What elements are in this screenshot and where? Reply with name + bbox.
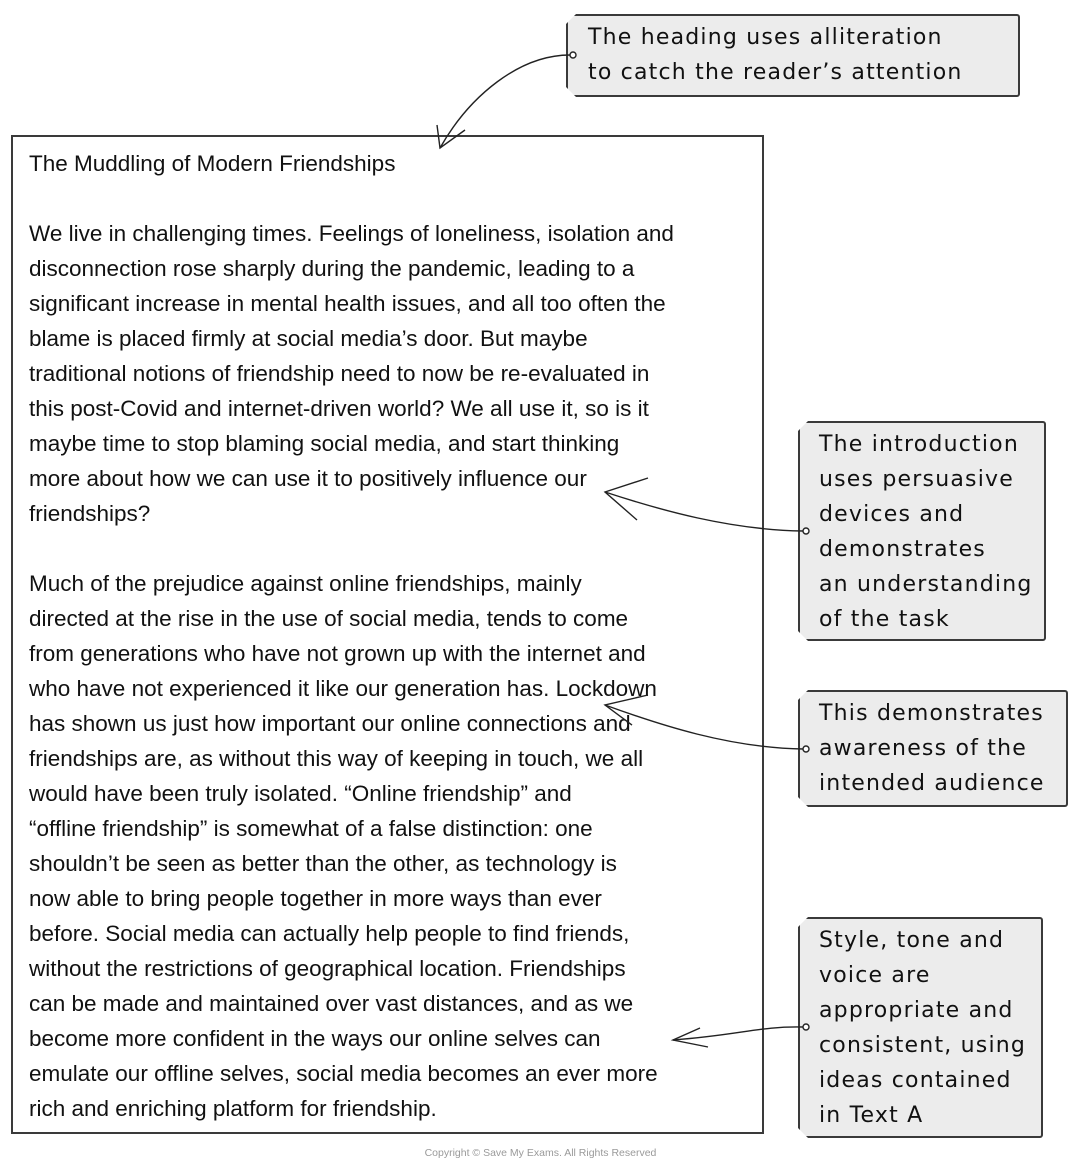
- annotation-line: of the task: [819, 607, 950, 632]
- copyright-notice: Copyright © Save My Exams. All Rights Re…: [424, 1147, 657, 1159]
- paragraph-line: can be made and maintained over vast dis…: [29, 991, 634, 1016]
- paragraph-line: directed at the rise in the use of socia…: [29, 606, 629, 631]
- paragraph-line: rich and enriching platform for friendsh…: [29, 1096, 437, 1121]
- paragraph-line: We live in challenging times. Feelings o…: [29, 221, 674, 246]
- annotation-line: Style, tone and: [819, 928, 1005, 953]
- paragraph-line: friendships?: [29, 501, 151, 526]
- paragraph-line: traditional notions of friendship need t…: [29, 361, 650, 386]
- paragraph-line: this post-Covid and internet-driven worl…: [29, 396, 649, 421]
- annotation-line: to catch the reader’s attention: [588, 60, 963, 85]
- annotation-audience: This demonstrates awareness of the intende…: [798, 690, 1068, 807]
- paragraph-line: Much of the prejudice against online fri…: [29, 571, 582, 596]
- annotation-line: in Text A: [819, 1103, 924, 1128]
- paragraph-line: disconnection rose sharply during the pa…: [29, 256, 635, 281]
- arrow-heading: [436, 51, 577, 150]
- paragraphs: We live in challenging times. Feelings o…: [29, 216, 674, 1126]
- paragraph-line: maybe time to stop blaming social media,…: [29, 431, 620, 456]
- paragraph-line: before. Social media can actually help p…: [29, 921, 630, 946]
- annotation-line: demonstrates: [819, 537, 986, 562]
- paragraph-line: significant increase in mental health is…: [29, 291, 666, 316]
- annotation-line: intended audience: [819, 771, 1045, 796]
- annotation-line: uses persuasive: [819, 467, 1014, 492]
- document-body: The Muddling of Modern Friendships We li…: [29, 146, 674, 1126]
- paragraph: We live in challenging times. Feelings o…: [29, 216, 674, 531]
- paragraph-line: friendships are, as without this way of …: [29, 746, 644, 771]
- paragraph-line: emulate our offline selves, social media…: [29, 1061, 658, 1086]
- annotation-line: an understanding: [819, 572, 1033, 597]
- annotation-style: Style, tone and voice are appropriate and c…: [798, 917, 1043, 1138]
- paragraph-line: who have not experienced it like our gen…: [29, 676, 657, 701]
- paragraph-line: blame is placed firmly at social media’s…: [29, 326, 588, 351]
- annotation-line: devices and: [819, 502, 965, 527]
- annotation-introduction: The introduction uses persuasive devices a…: [798, 421, 1046, 641]
- paragraph-line: now able to bring people together in mor…: [29, 886, 602, 911]
- annotation-line: awareness of the: [819, 736, 1027, 761]
- annotation-line: ideas contained: [819, 1068, 1012, 1093]
- annotation-line: The introduction: [819, 432, 1019, 457]
- paragraph-line: has shown us just how important our onli…: [29, 711, 631, 736]
- document-title: The Muddling of Modern Friendships: [29, 151, 396, 176]
- paragraph-line: from generations who have not grown up w…: [29, 641, 646, 666]
- paragraph-line: shouldn’t be seen as better than the oth…: [29, 851, 617, 876]
- annotation-heading: The heading uses alliteration to catch th…: [566, 14, 1020, 97]
- annotation-line: The heading uses alliteration: [588, 25, 943, 50]
- annotation-line: This demonstrates: [819, 701, 1044, 726]
- paragraph: Much of the prejudice against online fri…: [29, 566, 674, 1126]
- paragraph-line: without the restrictions of geographical…: [29, 956, 626, 981]
- paragraph-line: “offline friendship” is somewhat of a fa…: [29, 816, 593, 841]
- annotation-line: appropriate and: [819, 998, 1014, 1023]
- paragraph-line: would have been truly isolated. “Online …: [29, 781, 572, 806]
- document-frame: [11, 135, 764, 1134]
- annotation-line: voice are: [819, 963, 931, 988]
- paragraph-line: more about how we can use it to positive…: [29, 466, 587, 491]
- paragraph-line: become more confident in the ways our on…: [29, 1026, 601, 1051]
- annotation-line: consistent, using: [819, 1033, 1027, 1058]
